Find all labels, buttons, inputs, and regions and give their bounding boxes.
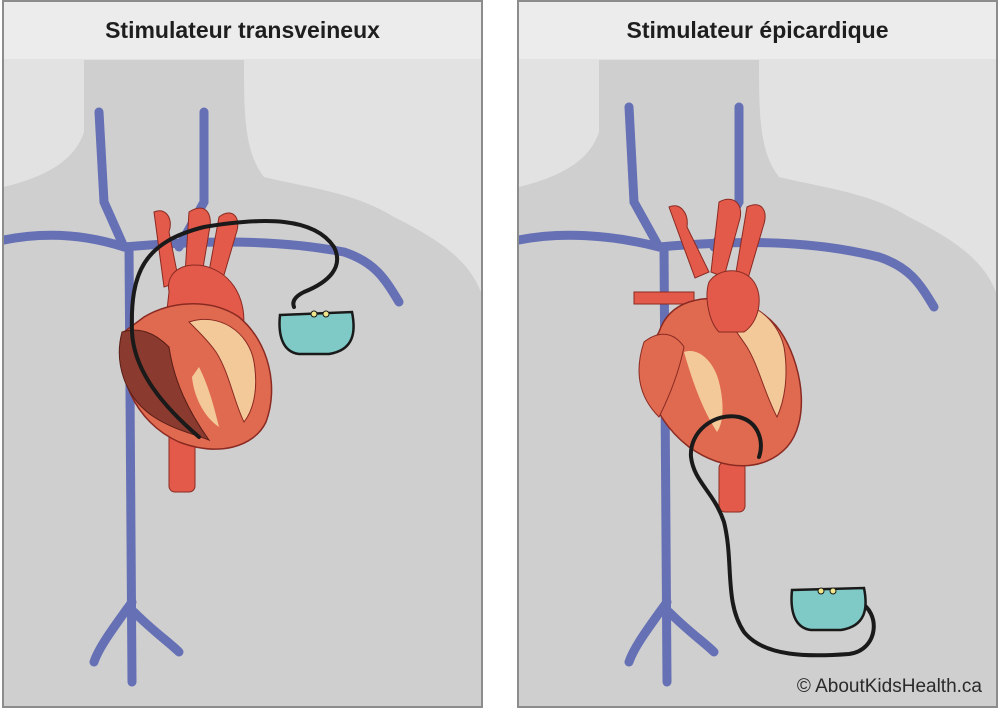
panel-title-transvenous: Stimulateur transveineux: [4, 2, 481, 59]
pacemaker-device: [792, 588, 866, 630]
epicardial-panel: Stimulateur épicardique: [517, 0, 998, 708]
transvenous-illustration: [4, 2, 481, 706]
epicardial-illustration: [519, 2, 996, 706]
panel-title-epicardial: Stimulateur épicardique: [519, 2, 996, 59]
copyright-credit: © AboutKidsHealth.ca: [797, 676, 982, 698]
transvenous-panel: Stimulateur transveineux: [2, 0, 483, 708]
pacemaker-device: [280, 311, 354, 354]
